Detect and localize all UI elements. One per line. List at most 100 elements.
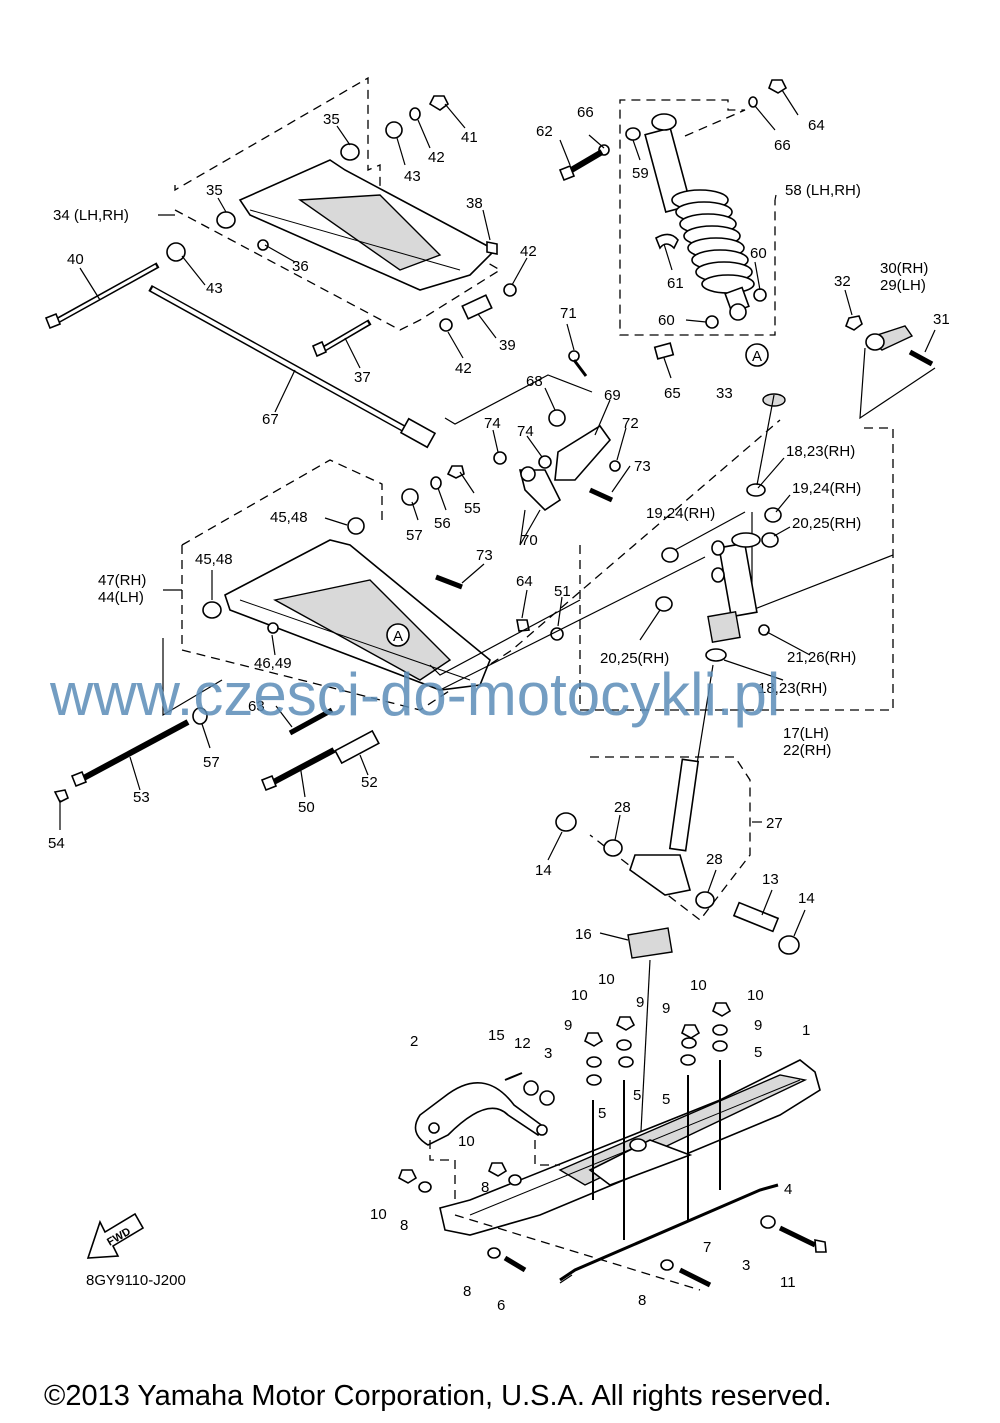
- callout-60: 60: [750, 245, 767, 262]
- callout-58: 58 (LH,RH): [785, 182, 861, 199]
- copyright-notice: ©2013 Yamaha Motor Corporation, U.S.A. A…: [44, 1380, 832, 1412]
- upper-arm-assembly: [44, 76, 517, 449]
- callout-9: 9: [754, 1017, 762, 1034]
- callout-10: 10: [458, 1133, 475, 1150]
- callout-62: 62: [536, 123, 553, 140]
- callout-46-49: 46,49: [254, 655, 292, 672]
- callout-43: 43: [206, 280, 223, 297]
- callout-57: 57: [203, 754, 220, 771]
- callout-67: 67: [262, 411, 279, 428]
- callout-43: 43: [404, 168, 421, 185]
- callout-18-23: 18,23(RH): [786, 443, 855, 460]
- callout-20-25: 20,25(RH): [792, 515, 861, 532]
- callout-57: 57: [406, 527, 423, 544]
- callout-66: 66: [774, 137, 791, 154]
- callout-8: 8: [400, 1217, 408, 1234]
- ski-spindle: [555, 664, 800, 1151]
- callout-51: 51: [554, 583, 571, 600]
- callout-61: 61: [667, 275, 684, 292]
- callout-2: 2: [410, 1033, 418, 1050]
- forward-direction-arrow: FWD: [86, 1212, 145, 1259]
- callout-52: 52: [361, 774, 378, 791]
- callout-a: A: [393, 628, 403, 645]
- callout-14: 14: [535, 862, 552, 879]
- drawing-code: 8GY9110-J200: [86, 1272, 186, 1289]
- callout-27: 27: [766, 815, 783, 832]
- callout-10: 10: [747, 987, 764, 1004]
- callout-19-24: 19,24(RH): [646, 505, 715, 522]
- callout-64: 64: [808, 117, 825, 134]
- callout-35: 35: [323, 111, 340, 128]
- ski-assembly: [398, 1002, 827, 1291]
- callout-5: 5: [662, 1091, 670, 1108]
- callout-14: 14: [798, 890, 815, 907]
- callout-32: 32: [834, 273, 851, 290]
- callout-9: 9: [662, 1000, 670, 1017]
- callout-40: 40: [67, 251, 84, 268]
- callout-70: 70: [521, 532, 538, 549]
- callout-12: 12: [514, 1035, 531, 1052]
- callout-30: 30(RH): [880, 260, 928, 277]
- callout-33: 33: [716, 385, 733, 402]
- callout-44: 44(LH): [98, 589, 144, 606]
- callout-11: 11: [780, 1274, 796, 1291]
- callout-18-23: 18,23(RH): [758, 680, 827, 697]
- callout-60: 60: [658, 312, 675, 329]
- steering-arm: [844, 315, 936, 420]
- callout-38: 38: [466, 195, 483, 212]
- callout-50: 50: [298, 799, 315, 816]
- callout-1: 1: [802, 1022, 810, 1039]
- callout-labels: 34 (LH,RH) 35 35 40 43 43 36 38 41 42 42…: [48, 104, 950, 1314]
- callout-3: 3: [544, 1045, 552, 1062]
- callout-69: 69: [604, 387, 621, 404]
- lower-arm-assembly: [53, 419, 781, 804]
- callout-42: 42: [520, 243, 537, 260]
- callout-28: 28: [614, 799, 631, 816]
- spindle-assembly: [439, 393, 894, 711]
- callout-42: 42: [455, 360, 472, 377]
- leader-lines: [59, 89, 936, 941]
- callout-73: 73: [476, 547, 493, 564]
- callout-8: 8: [638, 1292, 646, 1309]
- callout-64: 64: [516, 573, 533, 590]
- callout-74: 74: [484, 415, 501, 432]
- callout-8: 8: [463, 1283, 471, 1300]
- callout-59: 59: [632, 165, 649, 182]
- callout-41: 41: [461, 129, 478, 146]
- callout-21-26: 21,26(RH): [787, 649, 856, 666]
- callout-a: A: [752, 348, 762, 365]
- callout-45-48: 45,48: [195, 551, 233, 568]
- callout-10: 10: [598, 971, 615, 988]
- callout-5: 5: [754, 1044, 762, 1061]
- callout-66: 66: [577, 104, 594, 121]
- callout-31: 31: [933, 311, 950, 328]
- callout-39: 39: [499, 337, 516, 354]
- callout-63: 63: [248, 698, 265, 715]
- callout-10: 10: [370, 1206, 387, 1223]
- callout-47: 47(RH): [98, 572, 146, 589]
- callout-73: 73: [634, 458, 651, 475]
- callout-22: 22(RH): [783, 742, 831, 759]
- callout-9: 9: [564, 1017, 572, 1034]
- callout-56: 56: [434, 515, 451, 532]
- callout-20-25: 20,25(RH): [600, 650, 669, 667]
- callout-8: 8: [481, 1179, 489, 1196]
- callout-3: 3: [742, 1257, 750, 1274]
- callout-36: 36: [292, 258, 309, 275]
- callout-13: 13: [762, 871, 779, 888]
- callout-71: 71: [560, 305, 577, 322]
- callout-54: 54: [48, 835, 65, 852]
- callout-45-48: 45,48: [270, 509, 308, 526]
- linkage-assembly: [444, 350, 621, 546]
- callout-10: 10: [571, 987, 588, 1004]
- callout-9: 9: [636, 994, 644, 1011]
- callout-65: 65: [664, 385, 681, 402]
- callout-72: 72: [622, 415, 639, 432]
- callout-35: 35: [206, 182, 223, 199]
- callout-34: 34 (LH,RH): [53, 207, 129, 224]
- callout-53: 53: [133, 789, 150, 806]
- callout-74: 74: [517, 423, 534, 440]
- callout-28: 28: [706, 851, 723, 868]
- callout-29: 29(LH): [880, 277, 926, 294]
